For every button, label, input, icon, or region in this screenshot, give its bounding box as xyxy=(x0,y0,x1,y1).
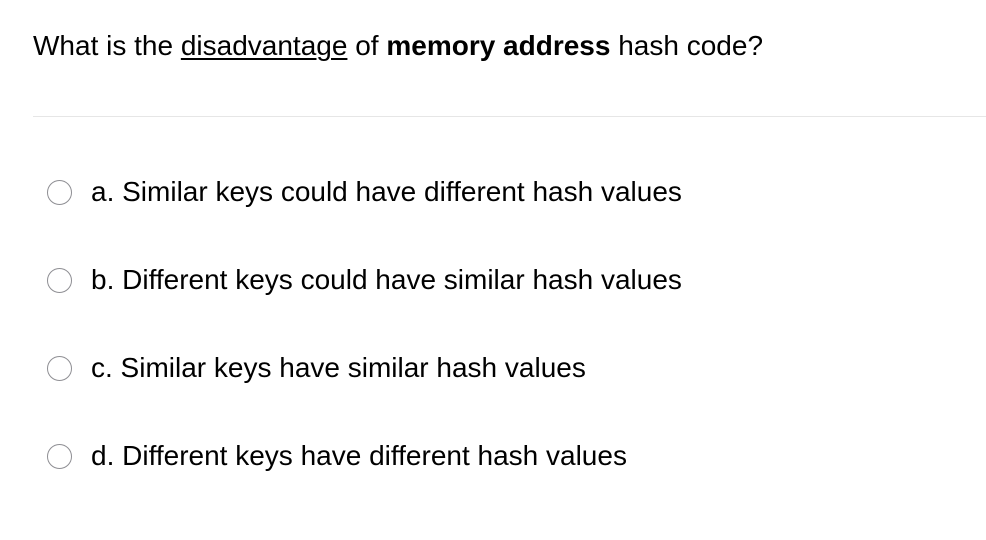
answer-option-b[interactable]: b. Different keys could have similar has… xyxy=(47,258,682,302)
answer-option-a-label[interactable]: a. Similar keys could have different has… xyxy=(91,176,682,207)
question-part-2: of xyxy=(347,30,387,61)
answer-option-b-label[interactable]: b. Different keys could have similar has… xyxy=(91,264,682,295)
question-part-3: hash code? xyxy=(610,30,764,61)
answer-option-d[interactable]: d. Different keys have different hash va… xyxy=(47,434,627,478)
answer-option-c-label[interactable]: c. Similar keys have similar hash values xyxy=(91,352,586,383)
radio-button-b[interactable] xyxy=(47,267,72,293)
question-bold-term: memory address xyxy=(386,30,611,61)
question-part-1: What is the xyxy=(33,30,181,61)
radio-button-c[interactable] xyxy=(47,355,72,381)
answer-option-c[interactable]: c. Similar keys have similar hash values xyxy=(47,346,586,390)
answer-option-a[interactable]: a. Similar keys could have different has… xyxy=(47,170,682,214)
question-text: What is the disadvantage of memory addre… xyxy=(33,26,763,66)
answer-option-d-label[interactable]: d. Different keys have different hash va… xyxy=(91,440,627,471)
radio-button-d[interactable] xyxy=(47,443,72,469)
radio-button-a[interactable] xyxy=(47,179,72,205)
question-divider xyxy=(33,116,986,117)
question-underlined-term: disadvantage xyxy=(180,30,348,61)
